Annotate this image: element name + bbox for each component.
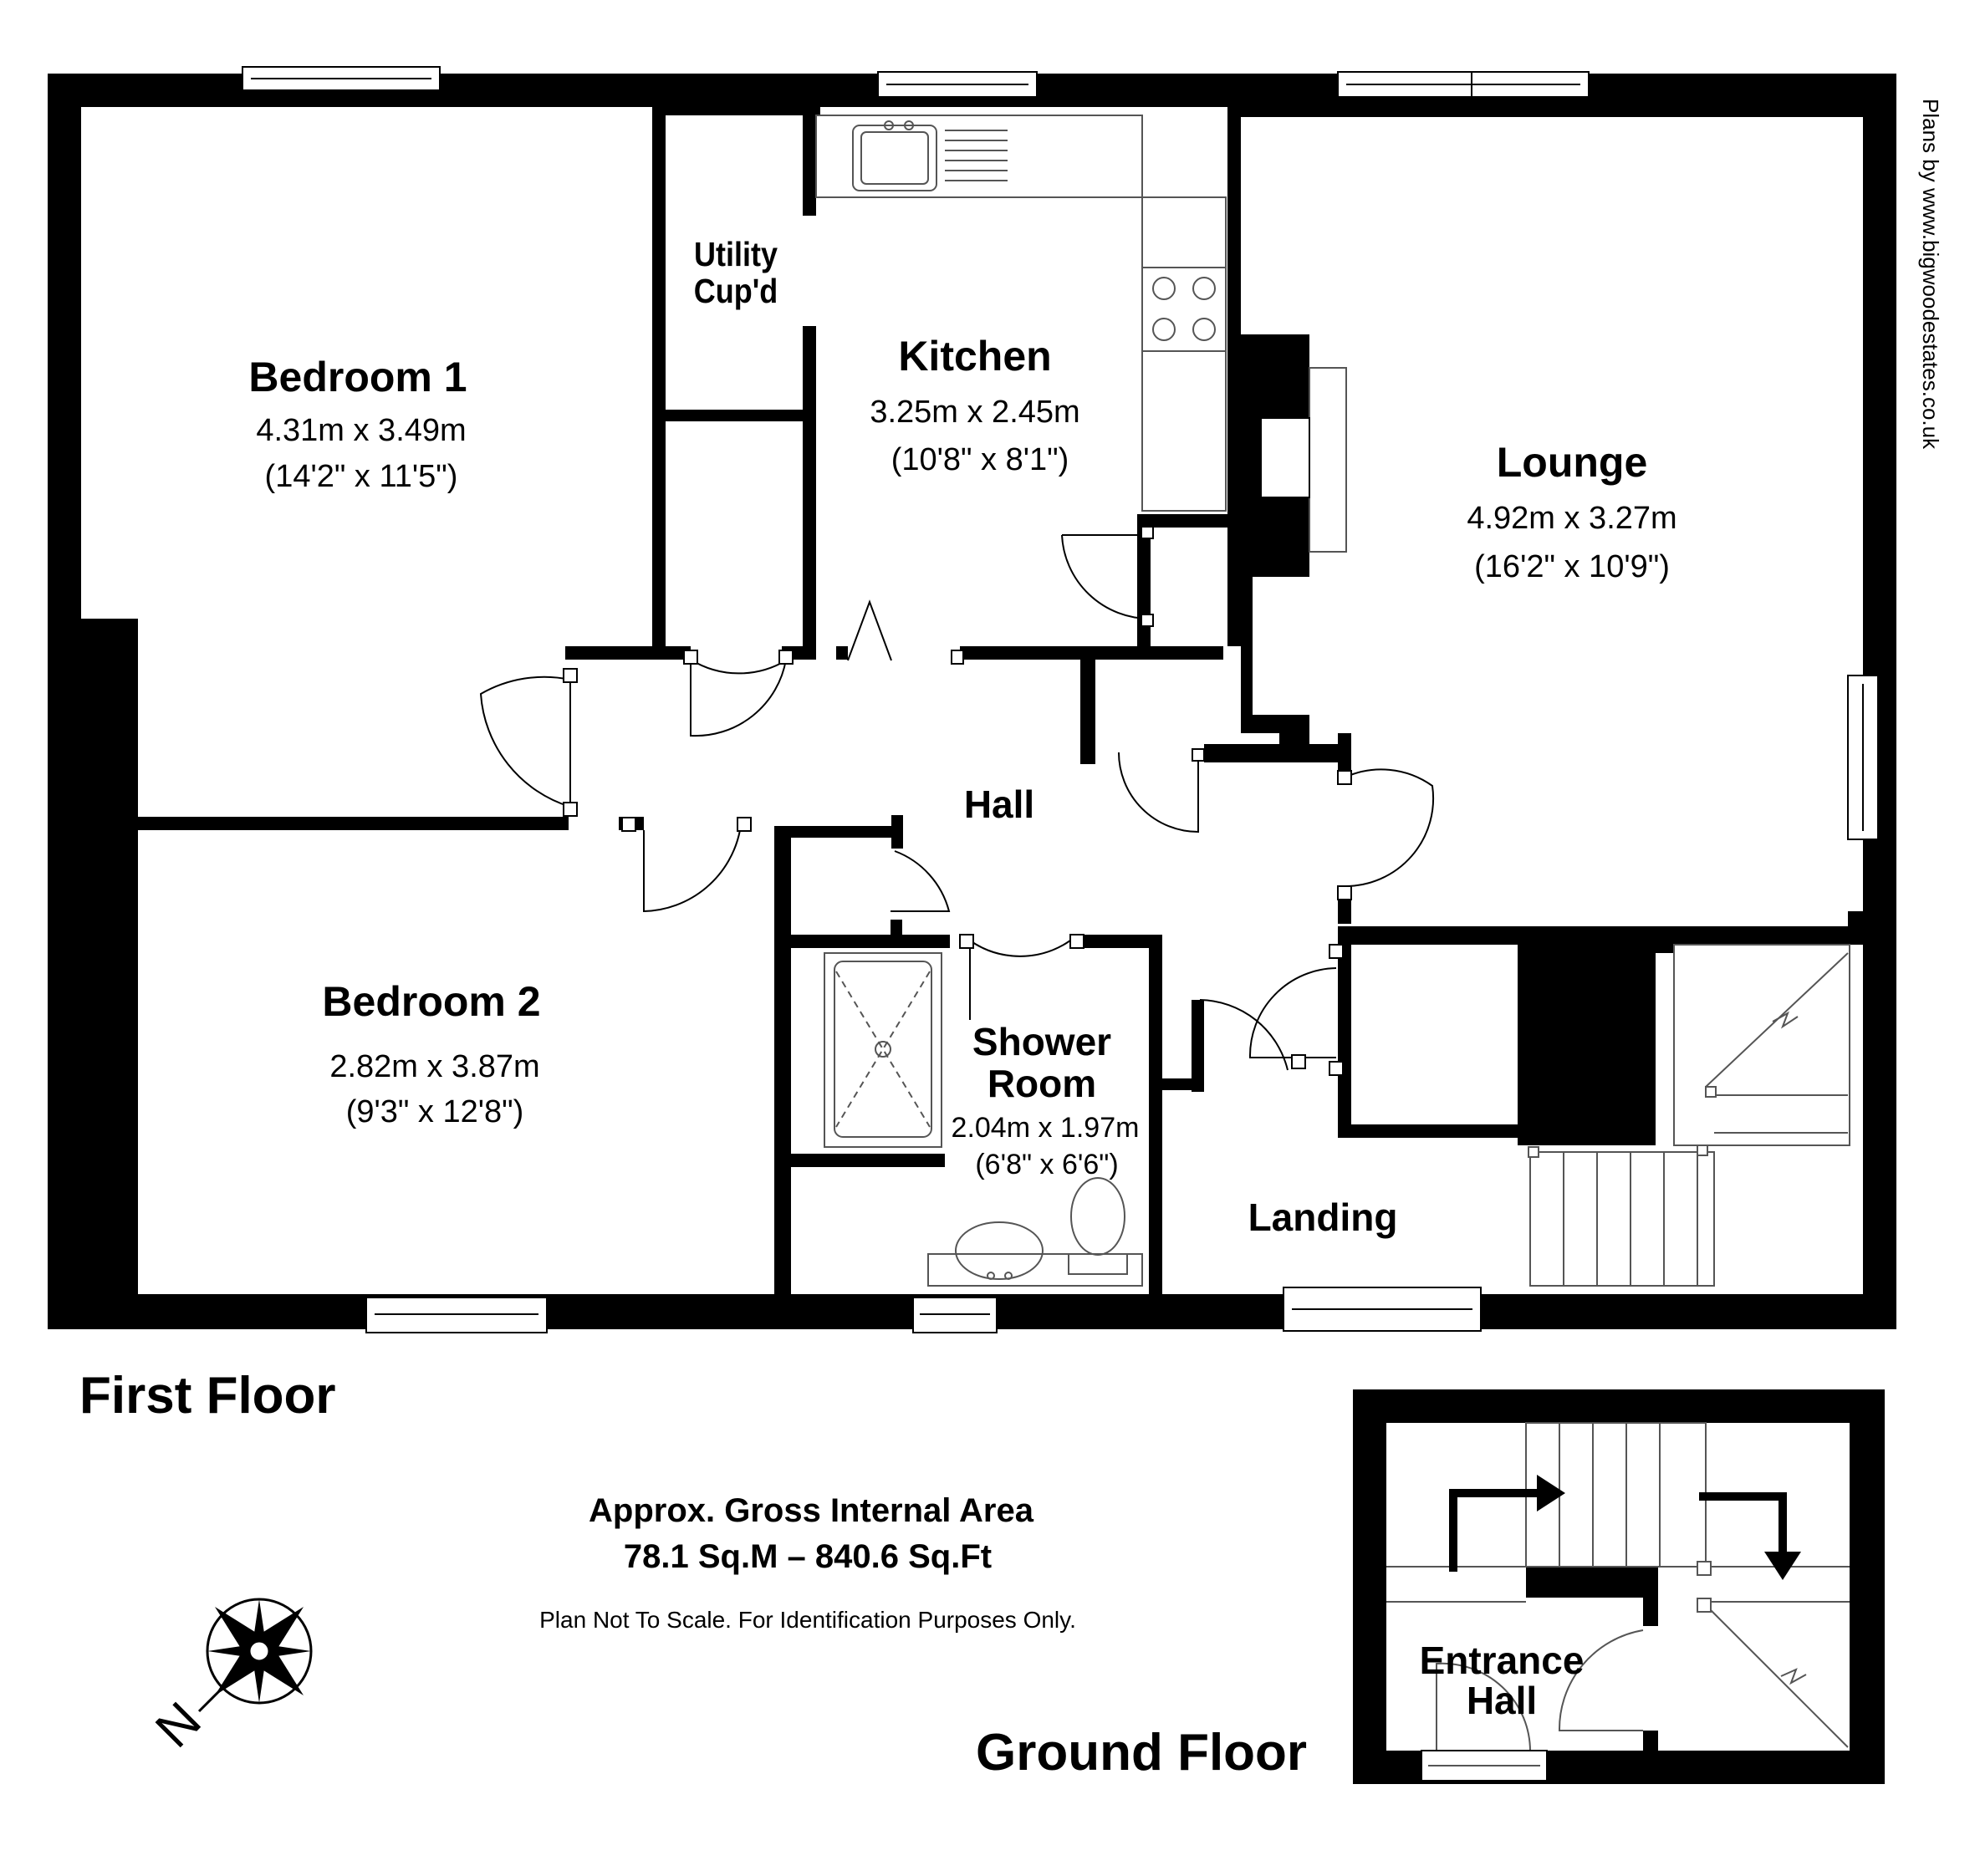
toilet-icon	[1068, 1253, 1128, 1275]
shower-room-fixtures	[824, 952, 1143, 1287]
bedroom2-metric: 2.82m x 3.87m	[329, 1049, 539, 1084]
lounge-fixtures	[1260, 367, 1347, 553]
kitchen-fixtures	[815, 115, 1227, 512]
bedroom1-metric: 4.31m x 3.49m	[256, 413, 466, 448]
bedroom2-imperial: (9'3" x 12'8")	[346, 1094, 524, 1129]
entrance-label-2: Hall	[1467, 1679, 1537, 1722]
utility-label-2: Cup'd	[694, 273, 778, 310]
shower-imperial: (6'8" x 6'6")	[975, 1149, 1118, 1180]
basin-icon	[955, 1221, 1044, 1280]
stair-direction-arrows	[1449, 1475, 1801, 1580]
lounge-imperial: (16'2" x 10'9")	[1474, 549, 1670, 584]
hall-name: Hall	[964, 783, 1034, 826]
area-note: Plan Not To Scale. For Identification Pu…	[539, 1607, 1076, 1633]
area-title: Approx. Gross Internal Area	[589, 1492, 1034, 1529]
ground-floor-walls	[1353, 1389, 1885, 1784]
first-floor-title: First Floor	[79, 1367, 336, 1425]
first-floor-windows	[242, 66, 1879, 1333]
drainer-icon	[945, 130, 1008, 181]
utility-label-1: Utility	[694, 236, 778, 273]
shower-label-2: Room	[988, 1062, 1096, 1105]
front-door	[1436, 1662, 1532, 1752]
kitchen-imperial: (10'8" x 8'1")	[891, 442, 1069, 477]
kitchen-metric: 3.25m x 2.45m	[870, 395, 1079, 430]
area-value: 78.1 Sq.M – 840.6 Sq.Ft	[624, 1538, 992, 1575]
shower-metric: 2.04m x 1.97m	[952, 1112, 1140, 1144]
sink-icon	[852, 125, 937, 191]
compass-letter: N	[145, 1691, 212, 1758]
entrance-label-1: Entrance	[1420, 1639, 1585, 1682]
shower-tray-icon	[824, 952, 942, 1148]
fireplace-hearth	[1309, 367, 1347, 553]
first-floor-walls	[48, 74, 1896, 1329]
room-labels: Bedroom 1 4.31m x 3.49m (14'2" x 11'5") …	[248, 236, 1676, 1722]
compass-icon	[197, 1598, 313, 1713]
ground-floor-features	[1386, 1422, 1850, 1782]
shower-label-1: Shower	[972, 1020, 1111, 1063]
plans-credit: Plans by www.bigwoodestates.co.uk	[1918, 99, 1943, 450]
hob-icon	[1141, 267, 1227, 352]
worktop	[815, 115, 1143, 198]
bedroom2-name: Bedroom 2	[322, 978, 540, 1025]
lounge-name: Lounge	[1497, 439, 1648, 486]
first-floor-doors	[479, 526, 1435, 1076]
ground-floor-title: Ground Floor	[976, 1724, 1307, 1782]
bedroom1-name: Bedroom 1	[248, 354, 467, 400]
lounge-metric: 4.92m x 3.27m	[1467, 501, 1676, 536]
landing-name: Landing	[1248, 1195, 1398, 1239]
bedroom1-imperial: (14'2" x 11'5")	[265, 459, 458, 494]
kitchen-name: Kitchen	[898, 333, 1051, 380]
first-floor-stairs	[1528, 944, 1850, 1287]
